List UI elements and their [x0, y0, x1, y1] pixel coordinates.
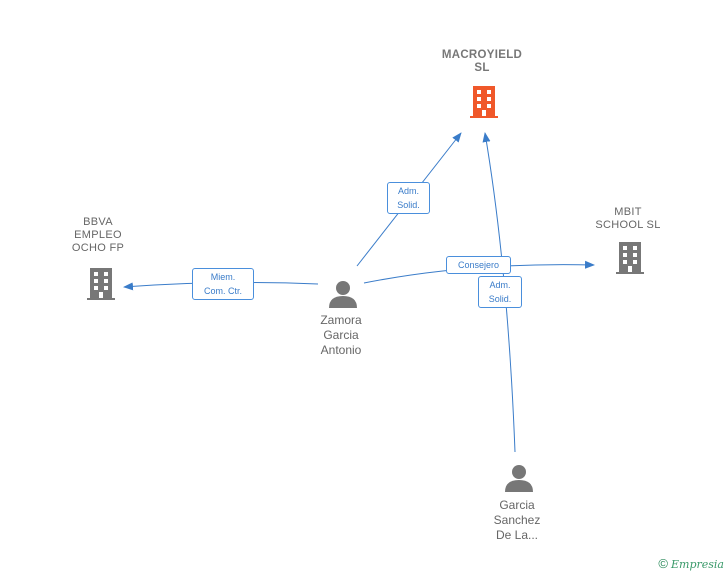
edge-label-adm-solid[interactable]: Adm. Solid. [478, 276, 522, 308]
person-name: Antonio [320, 343, 362, 357]
company-node-mbit[interactable]: MBIT SCHOOL SL [583, 206, 673, 232]
person-name: Sanchez [493, 513, 541, 527]
building-icon[interactable] [616, 242, 644, 274]
person-icon[interactable] [505, 465, 533, 492]
edge-label-line: Miem. [210, 272, 236, 282]
company-name: MBIT [614, 206, 642, 218]
company-name: SCHOOL SL [595, 219, 661, 231]
company-name: MACROYIELD [441, 49, 523, 61]
edge-label-line: Adm. [489, 280, 511, 290]
building-icon[interactable] [87, 268, 115, 300]
company-name: EMPLEO [74, 229, 122, 241]
person-name: Zamora [320, 313, 362, 327]
person-node-garcia[interactable]: Garcia Sanchez De La... [477, 498, 557, 543]
company-name: SL [474, 62, 490, 74]
edge-label-line: Adm. [397, 186, 419, 196]
edge-label-line: Solid. [488, 294, 512, 304]
person-icon[interactable] [329, 281, 357, 308]
edge-label-line: Solid. [397, 200, 420, 210]
edge-label-line: Com. Ctr. [203, 286, 242, 296]
company-name: BBVA [83, 216, 113, 228]
edge-label-line: Consejero [457, 260, 500, 270]
person-node-zamora[interactable]: Zamora Garcia Antonio [301, 313, 381, 358]
company-node-macroyield[interactable]: MACROYIELD SL [432, 49, 532, 75]
edge-label-adm-solid[interactable]: Adm. Solid. [387, 182, 430, 214]
person-name: Garcia [323, 328, 359, 342]
person-name: Garcia [499, 498, 535, 512]
footer-brand: © Empresia [658, 556, 724, 571]
edge-label-consejero[interactable]: Consejero [446, 256, 511, 274]
brand-logo: Empresia [671, 558, 724, 571]
company-node-bbva[interactable]: BBVA EMPLEO OCHO FP [58, 216, 138, 255]
building-icon[interactable] [470, 86, 498, 118]
company-name: OCHO FP [71, 242, 125, 254]
copyright-icon: © [658, 556, 668, 571]
person-name: De La... [495, 528, 539, 542]
edge-label-miem[interactable]: Miem. Com. Ctr. [192, 268, 254, 300]
